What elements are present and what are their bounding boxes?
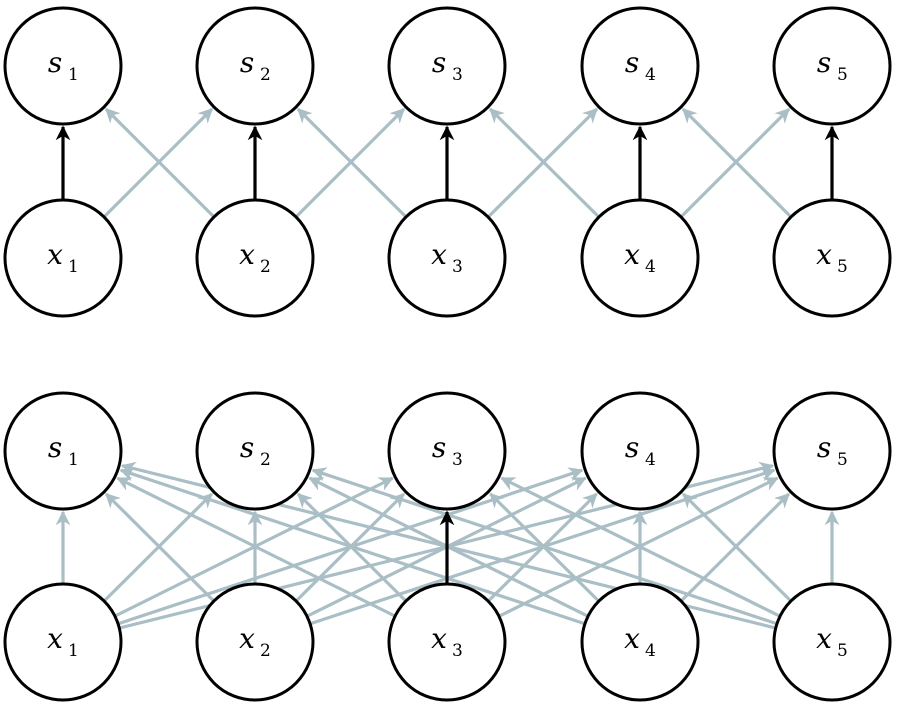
dense-input-node-x2-letter: x [239,622,255,655]
sparse-output-node-s2-subscript: 2 [260,65,271,85]
dense-edge-x5-to-s3 [500,476,780,618]
sparse-input-node-x2-subscript: 2 [260,257,271,277]
dense-input-node-x1-circle [3,582,123,702]
dense-input-node-x5-letter: x [816,622,832,655]
sparse-edge-x5-to-s4 [681,107,792,218]
dense-output-node-s5-letter: s [817,431,831,464]
sparse-output-node-s1-subscript: 1 [68,65,79,85]
dense-input-node-x3-letter: x [431,622,447,655]
sparse-output-node-s4-circle [580,6,700,126]
dense-output-node-s3-circle [387,391,507,511]
sparse-edge-x2-to-s1 [104,107,215,218]
dense-output-node-s2-letter: s [240,431,254,464]
sparse-output-node-s1-circle [3,6,123,126]
sparse-output-node-s5-circle [772,6,892,126]
sparse-edge-x3-to-s2 [296,107,407,218]
dense-input-node-x5-circle [772,582,892,702]
sparse-output-node-s3-subscript: 3 [452,65,463,85]
sparse-input-node-x1-subscript: 1 [68,257,79,277]
sparse-output-node-s1-letter: s [48,46,62,79]
dense-output-node-s5-circle [772,391,892,511]
dense-input-node-x5-subscript: 5 [837,641,848,661]
dense-output-node-s1-subscript: 1 [68,450,79,470]
dense-input-node-x4-subscript: 4 [645,641,656,661]
sparse-output-node-s5-letter: s [817,46,831,79]
sparse-output-node-s4-letter: s [625,46,639,79]
sparse-output-node-s2-letter: s [240,46,254,79]
dense-output-node-s3-subscript: 3 [452,450,463,470]
sparse-input-node-x2-letter: x [239,238,255,271]
dense-input-node-x2-subscript: 2 [260,641,271,661]
sparse-input-node-x1-letter: x [47,238,63,271]
dense-input-node-x1-letter: x [47,622,63,655]
sparse-input-node-x4-circle [580,198,700,318]
dense-output-node-s4-subscript: 4 [645,450,656,470]
dense-edge-x5-to-s2 [311,467,777,626]
sparse-output-node-s4-subscript: 4 [645,65,656,85]
dense-edge-x2-to-s1 [105,492,215,602]
sparse-input-node-x4-subscript: 4 [645,257,656,277]
sparse-input-node-x5-subscript: 5 [837,257,848,277]
dense-edge-x3-to-s1 [116,476,395,618]
sparse-input-node-x5-letter: x [816,238,832,271]
sparse-input-node-x1-circle [3,198,123,318]
sparse-input-node-x5-circle [772,198,892,318]
dense-input-node-x3-circle [387,582,507,702]
sparse-edge-x4-to-s3 [489,107,600,218]
sparse-input-node-x3-subscript: 3 [452,257,463,277]
sparse-input-node-x3-circle [387,198,507,318]
dense-output-node-s2-subscript: 2 [260,450,271,470]
sparse-output-node-s2-circle [195,6,315,126]
dense-output-node-s1-circle [3,391,123,511]
dense-input-node-x4-circle [580,582,700,702]
sparse-input-node-x4-letter: x [624,238,640,271]
dense-input-node-x1-subscript: 1 [68,641,79,661]
sparse-output-node-s3-circle [387,6,507,126]
dense-output-node-s1-letter: s [48,431,62,464]
sparse-output-node-s5-subscript: 5 [837,65,848,85]
sparse-input-node-x2-circle [195,198,315,318]
dense-output-node-s5-subscript: 5 [837,450,848,470]
edges-layer [55,107,840,630]
dense-output-node-s4-circle [580,391,700,511]
dense-output-node-s4-letter: s [625,431,639,464]
dense-output-node-s3-letter: s [432,431,446,464]
dense-input-node-x4-letter: x [624,622,640,655]
dense-output-node-s2-circle [195,391,315,511]
sparse-input-node-x3-letter: x [431,238,447,271]
dense-input-node-x3-subscript: 3 [452,641,463,661]
sparse-output-node-s3-letter: s [432,46,446,79]
dense-input-node-x2-circle [195,582,315,702]
dense-edge-x4-to-s1 [119,467,585,626]
dense-edge-x5-to-s4 [682,492,792,602]
